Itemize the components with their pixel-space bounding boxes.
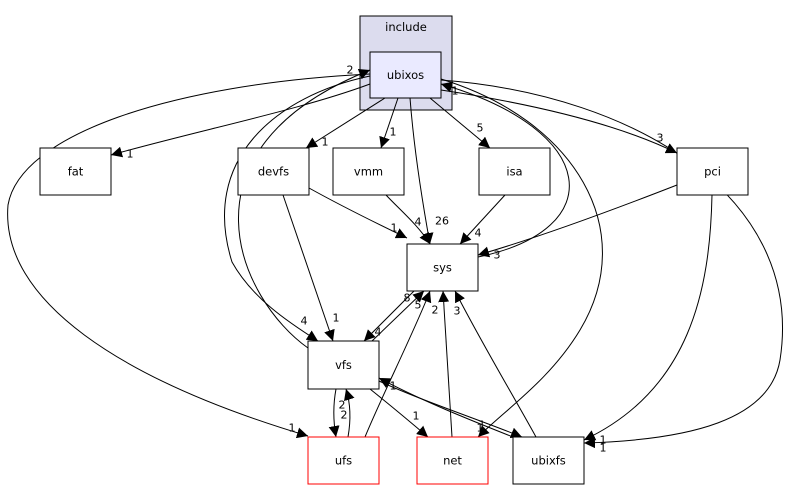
edge-label-vfs-to-sys[interactable]: 8 (404, 292, 411, 305)
edge-label-sys-to-ubixos[interactable]: 1 (452, 85, 459, 98)
edge-label-ubixos-to-vfs[interactable]: 4 (301, 315, 308, 328)
node-isa[interactable]: isa (478, 147, 551, 196)
node-ubixos-box[interactable] (369, 51, 442, 99)
edge-net-to-sys (438, 290, 453, 438)
edge-pci-to-sys (477, 184, 678, 258)
edge-label-ubixfs-to-sys[interactable]: 3 (454, 305, 461, 318)
node-fat[interactable]: fat (39, 147, 112, 196)
edge-label-isa-to-sys[interactable]: 4 (475, 227, 482, 240)
node-sys-label: sys (433, 261, 452, 275)
edge-label-ubixos-to-isa[interactable]: 5 (477, 122, 484, 135)
edge-pci-to-ubixfs (583, 194, 713, 441)
edge-label-ubixos-to-pci[interactable]: 3 (657, 132, 664, 145)
node-vmm-box[interactable] (332, 147, 405, 196)
edge-label-ubixfs-to-vfs[interactable]: 1 (390, 380, 397, 393)
edge-label-ufs-to-vfs[interactable]: 2 (339, 399, 346, 412)
node-vfs-box[interactable] (307, 340, 380, 390)
node-net[interactable]: net (416, 436, 489, 485)
node-fat-box[interactable] (39, 147, 112, 196)
edge-label-sys-to-vfs[interactable]: 4 (375, 326, 382, 339)
edge-ubixfs-to-vfs (378, 377, 514, 438)
edge-label-ubixos-to-sys[interactable]: 26 (435, 215, 449, 228)
node-ufs-label: ufs (335, 454, 352, 468)
edge-vfs-to-ubixos (238, 68, 371, 349)
node-vfs-label: vfs (335, 358, 352, 372)
edge-label-vfs-to-ubixfs[interactable]: 1 (479, 419, 486, 432)
nodes-layer: ubixos fat devfs vmm isa pci sys vfs ufs net ubixf… (39, 51, 749, 485)
edge-label-vmm-to-sys[interactable]: 4 (415, 216, 422, 229)
node-fat-label: fat (68, 165, 84, 179)
node-ufs-box[interactable] (307, 436, 380, 485)
edge-ufs-to-vfs (344, 388, 355, 438)
edge-label-ubixos-to-ubixfs[interactable]: 1 (600, 434, 607, 447)
edge-label-vfs-to-net[interactable]: 1 (413, 410, 420, 423)
edge-ubixos-to-isa (429, 97, 491, 149)
node-vmm-label: vmm (354, 165, 383, 179)
edge-ubixos-to-vfs (224, 75, 371, 342)
edge-sys-to-ubixos (440, 81, 570, 258)
edge-label-vfs-to-ubixos[interactable]: 2 (347, 64, 354, 77)
edge-label-net-to-sys[interactable]: 2 (432, 304, 439, 317)
node-net-box[interactable] (416, 436, 489, 485)
node-ubixfs-label: ubixfs (531, 454, 566, 468)
edge-isa-to-sys (459, 194, 506, 245)
edge-devfs-to-sys (308, 187, 408, 239)
edge-label-devfs-to-vfs[interactable]: 1 (333, 312, 340, 325)
edge-ubixos-to-devfs (305, 97, 386, 149)
node-isa-box[interactable] (478, 147, 551, 196)
cluster-include-label: include (385, 20, 427, 34)
edge-label-vfs-to-ufs[interactable]: 2 (341, 409, 348, 422)
edge-label-ubixos-to-ufs[interactable]: 1 (289, 422, 296, 435)
edge-vfs-to-sys (371, 290, 425, 342)
node-ubixos-label: ubixos (387, 68, 424, 82)
edge-label-ubixos-to-devfs[interactable]: 1 (322, 136, 329, 149)
edge-devfs-to-vfs (282, 194, 335, 342)
node-sys-box[interactable] (406, 243, 479, 292)
node-pci-box[interactable] (676, 147, 749, 196)
edge-ubixfs-to-sys (454, 290, 537, 438)
edge-vfs-to-net (369, 388, 429, 438)
node-ubixos[interactable]: ubixos (369, 51, 442, 99)
edge-ubixos-to-sys (409, 97, 434, 245)
node-devfs-box[interactable] (237, 147, 310, 196)
node-net-label: net (443, 454, 462, 468)
edge-ufs-to-sys (364, 290, 432, 438)
edge-ubixos-to-ubixfs (440, 79, 783, 449)
edge-label-pci-to-sys[interactable]: 3 (494, 249, 501, 262)
node-ufs[interactable]: ufs (307, 436, 380, 485)
node-pci[interactable]: pci (676, 147, 749, 196)
edge-sys-to-vfs (363, 290, 415, 342)
edge-label-ubixos-to-net[interactable]: 1 (477, 422, 484, 435)
edge-label-ufs-to-sys[interactable]: 5 (415, 299, 422, 312)
node-vfs[interactable]: vfs (307, 340, 380, 390)
edge-label-devfs-to-sys[interactable]: 1 (391, 222, 398, 235)
node-pci-label: pci (704, 165, 721, 179)
edges-layer (7, 68, 783, 449)
edge-ubixos-to-vmm (379, 97, 399, 149)
edge-label-ubixos-to-vmm[interactable]: 1 (390, 126, 397, 139)
edge-label-pci-to-ubixfs[interactable]: 1 (600, 442, 607, 455)
node-devfs-label: devfs (258, 165, 289, 179)
node-vmm[interactable]: vmm (332, 147, 405, 196)
edge-ubixos-to-ufs (7, 73, 371, 439)
edge-label-ubixos-to-fat[interactable]: 1 (127, 148, 134, 161)
edge-vfs-to-ufs (328, 388, 340, 438)
edge-vmm-to-sys (385, 194, 431, 245)
node-sys[interactable]: sys (406, 243, 479, 292)
node-isa-label: isa (506, 165, 522, 179)
node-ubixfs-box[interactable] (512, 436, 585, 485)
node-ubixfs[interactable]: ubixfs (512, 436, 585, 485)
node-devfs[interactable]: devfs (237, 147, 310, 196)
edge-ubixos-to-fat (110, 83, 371, 158)
